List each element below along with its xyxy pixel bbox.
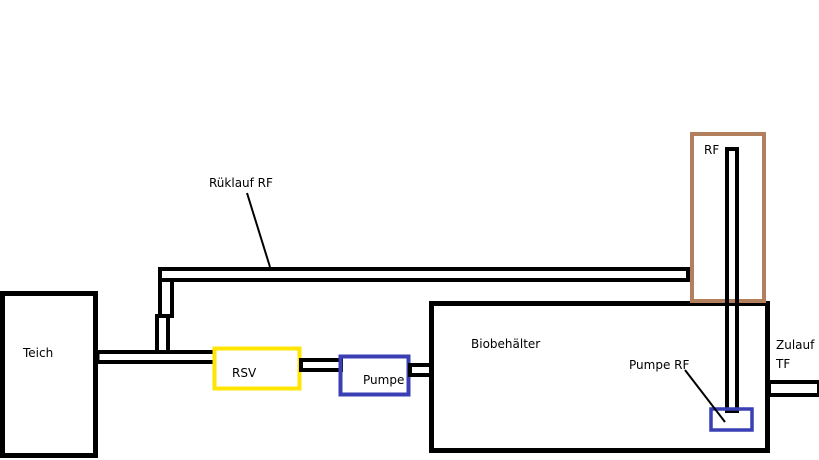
pipe-zulauf-tf	[767, 380, 819, 397]
pipe-return-lower-vertical	[155, 314, 170, 354]
zulauf-label-line1: Zulauf	[776, 338, 815, 352]
teich-label: Teich	[22, 346, 53, 360]
ruecklauf-label: Rüklauf RF	[209, 176, 273, 190]
pipe-pumpe-biobehaelter	[408, 363, 434, 377]
pumpe-rf-label: Pumpe RF	[629, 358, 689, 372]
biobehaelter-box	[429, 301, 770, 453]
rsv-box	[212, 346, 302, 391]
pumpe-label: Pumpe	[363, 373, 404, 387]
pipe-rsv-pumpe	[299, 358, 343, 372]
pumpe-rf-box	[709, 407, 754, 432]
biobehaelter-label: Biobehälter	[471, 337, 540, 351]
pipe-pumpe-rf-vertical	[725, 147, 739, 413]
rf-label: RF	[704, 143, 719, 157]
pumpe-rf-leader-line	[684, 369, 726, 423]
teich-box	[0, 291, 98, 458]
rsv-label: RSV	[232, 366, 257, 380]
pipe-ruecklauf-rf	[158, 267, 690, 282]
ruecklauf-leader-line	[246, 192, 271, 268]
pipe-return-upper-vertical	[158, 278, 174, 318]
zulauf-label-line2: TF	[775, 357, 790, 371]
